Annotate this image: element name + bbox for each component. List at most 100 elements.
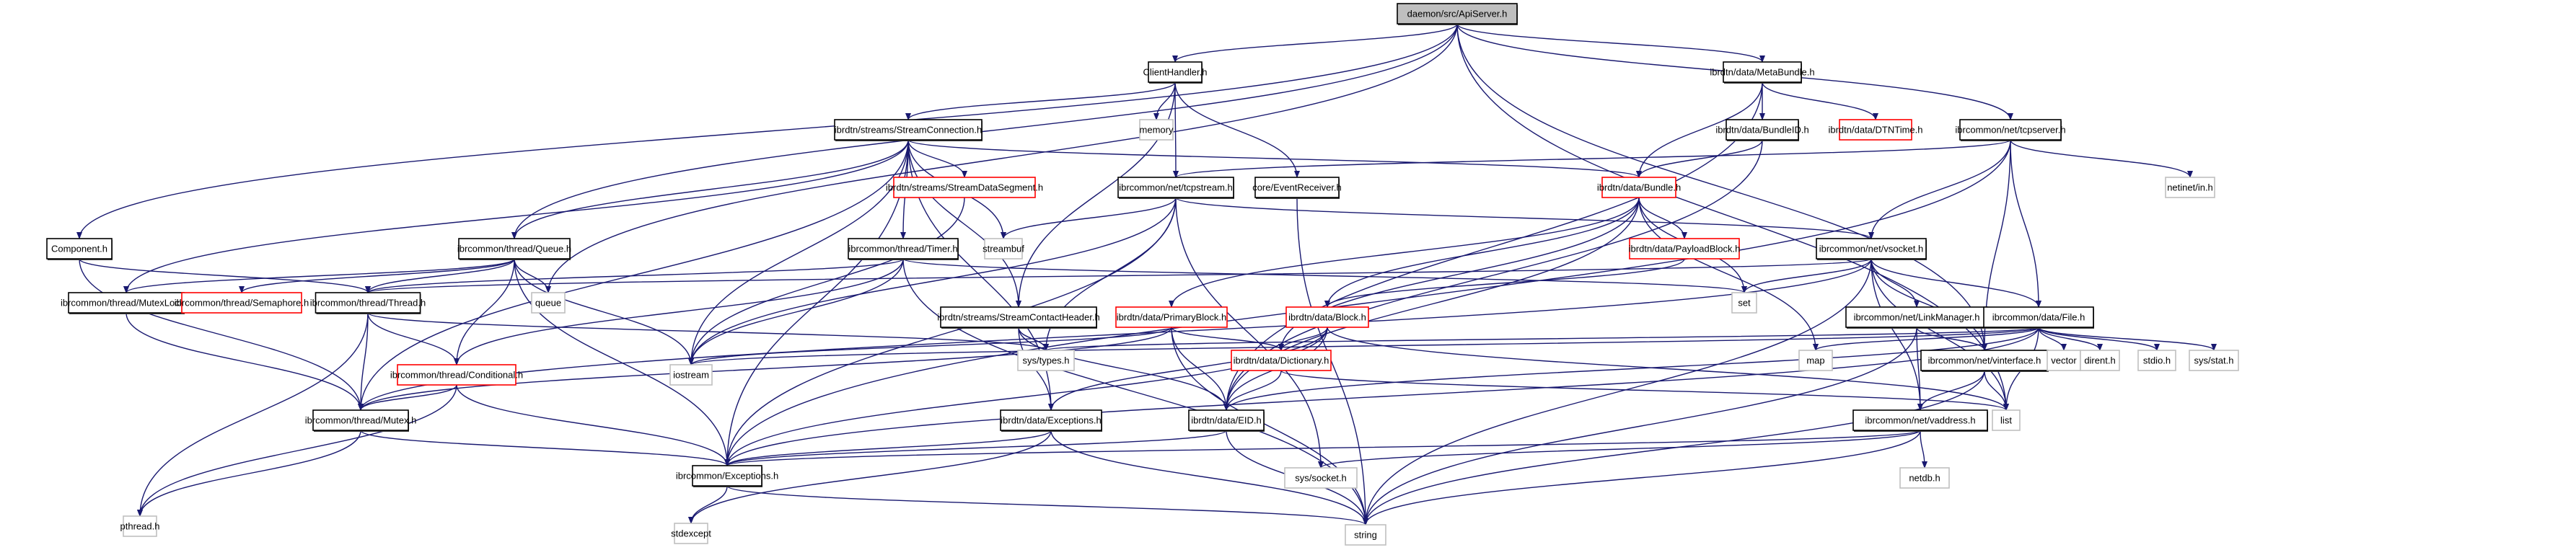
edge-vaddress-to-string: [1363, 430, 1921, 525]
node-label: streambuf: [983, 243, 1024, 254]
node-dtntime[interactable]: ibrdtn/data/DTNTime.h: [1828, 119, 1923, 141]
node-streamdatasegment[interactable]: ibrdtn/streams/StreamDataSegment.h: [886, 177, 1043, 198]
edge-tcpserver-to-file: [2010, 139, 2041, 308]
edge-block-to-dataexceptions: [1048, 327, 1328, 411]
node-mutexlock[interactable]: ibrcommon/thread/MutexLock.h: [61, 292, 192, 314]
edge-mutexlock-to-mutex: [126, 312, 364, 411]
node-systypes: sys/types.h: [1017, 350, 1075, 371]
node-label: ibrcommon/net/vaddress.h: [1865, 414, 1975, 425]
edge-thread-to-pthread: [137, 312, 369, 517]
node-box: [940, 306, 1097, 328]
node-vinterface[interactable]: ibrcommon/net/vinterface.h: [1920, 350, 2049, 372]
node-box: [1285, 306, 1369, 328]
edge-queue_h-to-queue: [514, 258, 551, 293]
node-box: [312, 409, 409, 431]
node-label: ibrcommon/net/tcpserver.h: [1955, 124, 2065, 135]
node-netdb: netdb.h: [1899, 467, 1950, 489]
node-syssocket: sys/socket.h: [1284, 467, 1358, 489]
node-box: [458, 238, 571, 260]
node-streamconnection[interactable]: ibrdtn/streams/StreamConnection.h: [834, 119, 983, 141]
node-box: [2047, 350, 2081, 371]
node-label: ibrcommon/net/vsocket.h: [1819, 243, 1924, 254]
edge-vsocket-to-thread: [365, 258, 1872, 293]
edge-streamconnection-to-queue_h: [511, 139, 909, 239]
node-box: [1254, 177, 1340, 198]
edge-conditional-to-commonexceptions: [456, 384, 730, 466]
node-box: [1798, 350, 1833, 371]
node-dictionary[interactable]: ibrdtn/data/Dictionary.h: [1231, 350, 1332, 371]
node-label: dirent.h: [2084, 355, 2115, 365]
node-component[interactable]: Component.h: [46, 238, 113, 260]
node-box: [674, 523, 708, 544]
node-eid[interactable]: ibrdtn/data/EID.h: [1188, 409, 1265, 432]
node-label: ibrcommon/thread/Mutex.h: [305, 414, 417, 425]
node-box: [1983, 306, 2094, 328]
node-commonexceptions[interactable]: ibrcommon/Exceptions.h: [676, 465, 778, 487]
node-eventreceiver[interactable]: core/EventReceiver.h: [1252, 177, 1342, 199]
node-conditional[interactable]: ibrcommon/thread/Conditional.h: [390, 364, 523, 386]
node-file[interactable]: ibrcommon/data/File.h: [1983, 306, 2094, 329]
edge-linkmanager-to-vinterface: [1916, 327, 1987, 351]
node-label: set: [1738, 297, 1751, 308]
node-label: ibrcommon/net/LinkManager.h: [1854, 311, 1980, 322]
node-vaddress[interactable]: ibrcommon/net/vaddress.h: [1852, 409, 1988, 432]
node-box: [1845, 306, 1988, 328]
edge-component-to-thread: [79, 258, 371, 293]
node-semaphore[interactable]: ibrcommon/thread/Semaphore.h: [175, 292, 309, 314]
node-label: vector: [2051, 355, 2077, 365]
edge-bundle-to-payloadblock: [1638, 197, 1687, 239]
edge-conditional-to-pthread: [137, 384, 457, 517]
edge-file-to-eid: [1223, 327, 2039, 411]
node-label: ibrdtn/streams/StreamContactHeader.h: [937, 311, 1099, 322]
node-box: [669, 364, 713, 386]
node-dataexceptions[interactable]: ibrdtn/data/Exceptions.h: [1000, 409, 1102, 432]
node-box: [1284, 467, 1358, 489]
node-streamcontactheader[interactable]: ibrdtn/streams/StreamContactHeader.h: [937, 306, 1100, 329]
edge-tcpstream-to-commonexceptions: [724, 197, 1177, 466]
node-box: [1345, 524, 1386, 546]
node-box: [2189, 350, 2239, 371]
edge-apiserver-to-metabundle: [1456, 23, 1765, 63]
node-label: ibrdtn/data/Dictionary.h: [1234, 355, 1329, 365]
node-tcpserver[interactable]: ibrcommon/net/tcpserver.h: [1955, 119, 2066, 141]
node-timer[interactable]: ibrcommon/thread/Timer.h: [848, 238, 959, 260]
edge-tcpstream-to-vsocket: [1175, 197, 1874, 239]
node-metabundle[interactable]: ibrdtn/data/MetaBundle.h: [1710, 61, 1815, 84]
node-bundle[interactable]: ibrdtn/data/Bundle.h: [1597, 177, 1681, 198]
node-label: ibrdtn/data/DTNTime.h: [1828, 124, 1922, 135]
node-apiserver[interactable]: daemon/src/ApiServer.h: [1397, 3, 1518, 25]
edge-primaryblock-to-iostream: [688, 327, 1172, 365]
node-linkmanager[interactable]: ibrcommon/net/LinkManager.h: [1845, 306, 1988, 329]
node-box: [2080, 350, 2120, 371]
edge-timer-to-thread: [365, 258, 904, 293]
node-label: daemon/src/ApiServer.h: [1407, 8, 1508, 19]
node-clienthandler[interactable]: ClientHandler.h: [1143, 61, 1208, 84]
edge-clienthandler-to-streamconnection: [905, 81, 1176, 120]
node-vsocket[interactable]: ibrcommon/net/vsocket.h: [1816, 238, 1927, 260]
node-bundleid[interactable]: ibrdtn/data/BundleID.h: [1715, 119, 1809, 141]
edge-tcpserver-to-vsocket: [1868, 139, 2011, 239]
node-payloadblock[interactable]: ibrdtn/data/PayloadBlock.h: [1629, 238, 1741, 260]
node-box: [397, 364, 516, 386]
node-box: [1959, 119, 2062, 141]
edge-vsocket-to-vinterface: [1871, 258, 1987, 351]
node-label: ibrcommon/thread/Conditional.h: [390, 369, 523, 380]
edge-file-to-systypes: [1043, 327, 2039, 351]
edge-vaddress-to-commonexceptions: [724, 430, 1921, 466]
node-label: ibrdtn/streams/StreamDataSegment.h: [886, 182, 1043, 192]
node-memory: memory: [1139, 119, 1174, 141]
node-queue_h[interactable]: ibrcommon/thread/Queue.h: [457, 238, 571, 260]
edge-streamconnection-to-bundle: [907, 139, 1642, 178]
edge-dictionary-to-list: [1280, 370, 2009, 411]
node-mutex[interactable]: ibrcommon/thread/Mutex.h: [305, 409, 417, 432]
edge-commonexceptions-to-string: [726, 485, 1368, 525]
node-thread[interactable]: ibrcommon/thread/Thread.h: [310, 292, 426, 314]
node-label: ibrcommon/thread/Thread.h: [310, 297, 426, 308]
node-label: ibrcommon/data/File.h: [1992, 311, 2085, 322]
node-tcpstream[interactable]: ibrcommon/net/tcpstream.h: [1117, 177, 1234, 199]
node-primaryblock[interactable]: ibrdtn/data/PrimaryBlock.h: [1115, 306, 1228, 328]
edge-vinterface-to-list: [1984, 370, 2009, 411]
node-box: [1920, 350, 2049, 371]
edge-timer-to-set: [902, 258, 1747, 293]
node-block[interactable]: ibrdtn/data/Block.h: [1285, 306, 1369, 328]
